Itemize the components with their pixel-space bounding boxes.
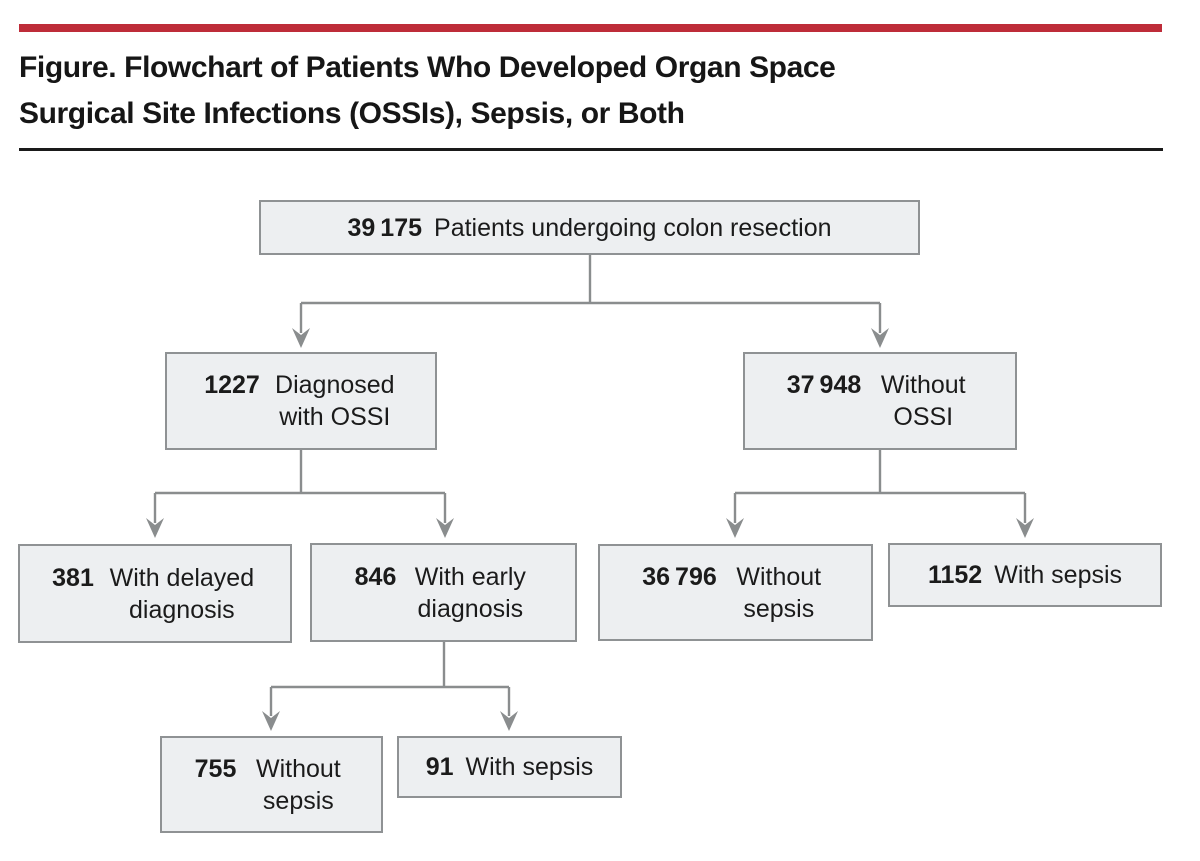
node-content: 91 With sepsis — [426, 751, 594, 783]
node-label: Diagnosed with OSSI — [275, 371, 395, 431]
flow-node-ossi: 1227 Diagnosed with OSSI — [165, 352, 437, 450]
node-count: 381 — [52, 563, 94, 592]
title-divider — [19, 148, 1163, 151]
arrowhead-icon — [871, 328, 889, 348]
node-count: 755 — [194, 754, 237, 783]
arrowheads — [146, 328, 1034, 731]
node-label: Without OSSI — [880, 371, 966, 431]
node-count: 39 175 — [347, 213, 423, 242]
flow-node-delayed-dx: 381 With delayed diagnosis — [18, 544, 292, 643]
node-count: 1227 — [204, 371, 260, 399]
flow-node-early-dx: 846 With early diagnosis — [310, 543, 577, 642]
figure-title-line2: Surgical Site Infections (OSSIs), Sepsis… — [19, 97, 685, 130]
node-content: 39 175 Patients undergoing colon resecti… — [347, 212, 831, 244]
arrowhead-icon — [436, 518, 454, 538]
node-count: 91 — [425, 753, 454, 781]
node-count: 846 — [354, 562, 397, 591]
arrowhead-icon — [262, 711, 280, 731]
node-count: 36 796 — [642, 562, 717, 591]
node-content: 381 With delayed diagnosis — [52, 562, 258, 626]
connector-lines — [153, 255, 1027, 716]
node-label: Without sepsis — [736, 562, 822, 623]
node-label: With early diagnosis — [414, 562, 526, 623]
flow-node-early-with-sepsis: 91 With sepsis — [397, 736, 622, 798]
flow-node-with-sepsis: 1152 With sepsis — [888, 543, 1162, 607]
arrowhead-icon — [292, 328, 310, 348]
node-content: 846 With early diagnosis — [355, 561, 533, 625]
arrowhead-icon — [500, 711, 518, 731]
node-content: 1152 With sepsis — [928, 559, 1122, 591]
flow-node-early-no-sepsis: 755 Without sepsis — [160, 736, 383, 833]
node-label: Without sepsis — [255, 754, 341, 815]
figure-title: Figure. Flowchart of Patients Who Develo… — [19, 45, 1119, 137]
figure-title-line1: Figure. Flowchart of Patients Who Develo… — [19, 51, 836, 84]
arrowhead-icon — [146, 518, 164, 538]
node-content: 37 948 Without OSSI — [787, 369, 974, 433]
node-content: 36 796 Without sepsis — [642, 561, 829, 625]
flow-node-no-sepsis: 36 796 Without sepsis — [598, 544, 873, 641]
node-label: With sepsis — [465, 753, 594, 781]
node-content: 755 Without sepsis — [195, 753, 349, 817]
flow-node-no-ossi: 37 948 Without OSSI — [743, 352, 1017, 450]
node-count: 1152 — [927, 561, 983, 589]
flow-node-root: 39 175 Patients undergoing colon resecti… — [259, 200, 920, 255]
arrowhead-icon — [726, 518, 744, 538]
accent-bar — [19, 24, 1162, 32]
node-content: 1227 Diagnosed with OSSI — [204, 369, 398, 433]
node-label: Patients undergoing colon resection — [434, 213, 832, 242]
node-label: With delayed diagnosis — [109, 563, 255, 624]
arrowhead-icon — [1016, 518, 1034, 538]
node-label: With sepsis — [994, 561, 1123, 589]
node-count: 37 948 — [786, 371, 862, 399]
